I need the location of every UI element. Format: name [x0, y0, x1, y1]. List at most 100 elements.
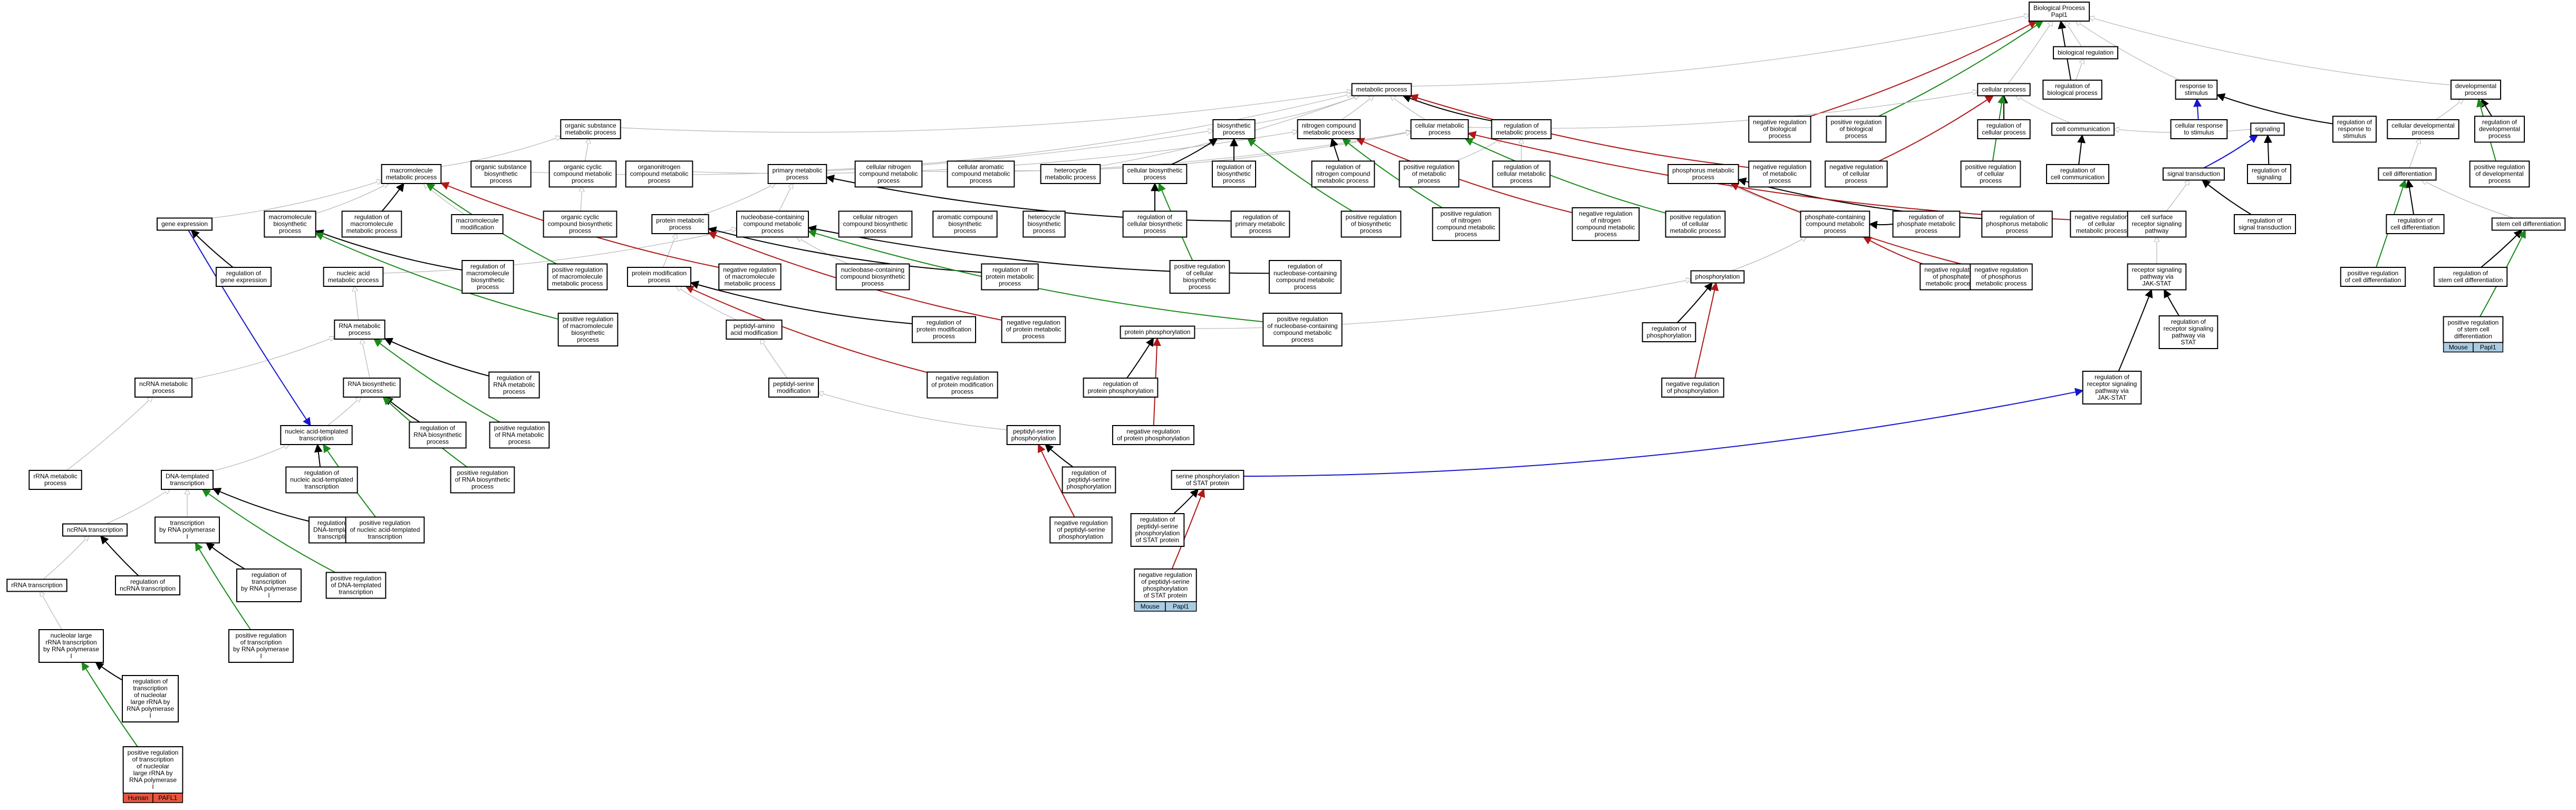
- edge-part-of: [2077, 134, 2086, 165]
- go-term-label: process: [1980, 177, 2002, 185]
- edge-part-of: [1173, 488, 1199, 514]
- edge-is-a: [797, 237, 848, 265]
- go-term-box: [1642, 322, 1696, 342]
- go-term-label: compound biosynthetic: [843, 220, 908, 228]
- go-term-label: phosphorylation: [1067, 483, 1112, 490]
- go-term-box: [1492, 160, 1551, 188]
- go-term-regpeptidylserine: regulation ofpeptidyl-serinephosphorylat…: [1062, 466, 1116, 494]
- go-term-label: heterocycle: [1054, 167, 1087, 174]
- edge-part-of: [205, 542, 245, 570]
- go-term-label: compound metabolic: [1437, 224, 1496, 231]
- go-term-box: [2340, 267, 2406, 287]
- edge-part-of: [315, 229, 462, 271]
- go-term-label: ncRNA metabolic: [139, 380, 188, 388]
- go-term-label: compound metabolic: [1806, 220, 1865, 228]
- go-term-label: protein metabolic: [986, 273, 1034, 281]
- species-label: Mouse: [1141, 603, 1160, 610]
- go-term-label: of macromolecule: [563, 322, 613, 330]
- go-term-box: [2158, 315, 2218, 349]
- go-term-box: [341, 210, 402, 238]
- go-term-label: process: [1223, 177, 1245, 185]
- go-term-label: regulation of: [1217, 163, 1252, 171]
- go-term-box: [2082, 371, 2142, 404]
- go-term-label: compound metabolic: [1577, 224, 1635, 231]
- go-term-box: [114, 575, 181, 595]
- go-term-label: cell differentiation: [2382, 170, 2432, 178]
- edge-is-a: [2016, 96, 2071, 124]
- go-term-label: process: [2488, 177, 2511, 185]
- edge-is-a: [1455, 139, 1502, 162]
- go-term-label: response to: [2180, 82, 2213, 90]
- go-term-box: [1122, 164, 1188, 184]
- go-term-stemdiff: stem cell differentiation: [2491, 217, 2566, 231]
- go-term-label: of peptidyl-serine: [1057, 526, 1105, 534]
- go-term-label: of metabolic: [1412, 170, 1446, 178]
- go-term-label: process: [786, 173, 808, 181]
- go-term-label: gene expression: [220, 276, 267, 284]
- go-term-label: process: [477, 283, 499, 291]
- go-term-box: [470, 160, 532, 188]
- go-term-label: of RNA metabolic: [495, 431, 544, 439]
- go-term-label: process: [933, 333, 955, 340]
- go-term-box: [1977, 83, 2031, 97]
- edge-is-a: [2066, 21, 2082, 47]
- gene-cell: [2473, 342, 2504, 353]
- go-term-box: [1062, 466, 1116, 494]
- go-term-label: cellular biosynthetic: [1127, 167, 1183, 174]
- go-term-box: [2332, 115, 2377, 143]
- edge-is-a: [1341, 96, 1374, 120]
- go-term-label: biosynthetic: [471, 276, 504, 284]
- go-term-label: DNA-templated: [166, 472, 209, 480]
- go-term-label: positive regulation: [128, 749, 179, 756]
- edge-part-of: [1171, 138, 1218, 165]
- go-term-label: I: [70, 652, 72, 660]
- go-term-label: phosphorylation: [1135, 529, 1180, 537]
- go-term-label: regulation of: [1326, 163, 1361, 171]
- go-term-label: phosphate metabolic: [1897, 220, 1956, 228]
- go-term-label: process: [1189, 283, 1211, 291]
- go-term-regnucleomet: regulation ofnucleobase-containingcompou…: [1268, 260, 1342, 294]
- go-term-label: Biological Process: [2033, 4, 2085, 12]
- go-term-label: of phosphorylation: [1667, 387, 1719, 394]
- go-term-box: [1661, 378, 1724, 398]
- go-term-label: of biosynthetic: [1351, 220, 1392, 228]
- edge-is-a: [1411, 15, 2029, 87]
- go-term-label: ncRNA transcription: [67, 526, 123, 534]
- go-term-label: of nitrogen: [1591, 217, 1621, 224]
- go-term-box: [2491, 217, 2566, 231]
- go-term-box: [2127, 263, 2187, 291]
- species-label: Human: [128, 794, 148, 802]
- edge-is-a: [354, 286, 359, 321]
- go-term-label: process: [471, 483, 494, 490]
- go-term-label: process: [999, 280, 1021, 287]
- go-term-label: stem cell differentiation: [2438, 276, 2503, 284]
- go-term-label: differentiation: [2454, 333, 2492, 340]
- go-term-box: [854, 160, 923, 188]
- go-term-label: nucleolar large: [51, 632, 92, 639]
- edge-is-a: [315, 184, 389, 214]
- edge-negatively-regulates: [685, 285, 928, 373]
- go-term-box: [947, 160, 1015, 188]
